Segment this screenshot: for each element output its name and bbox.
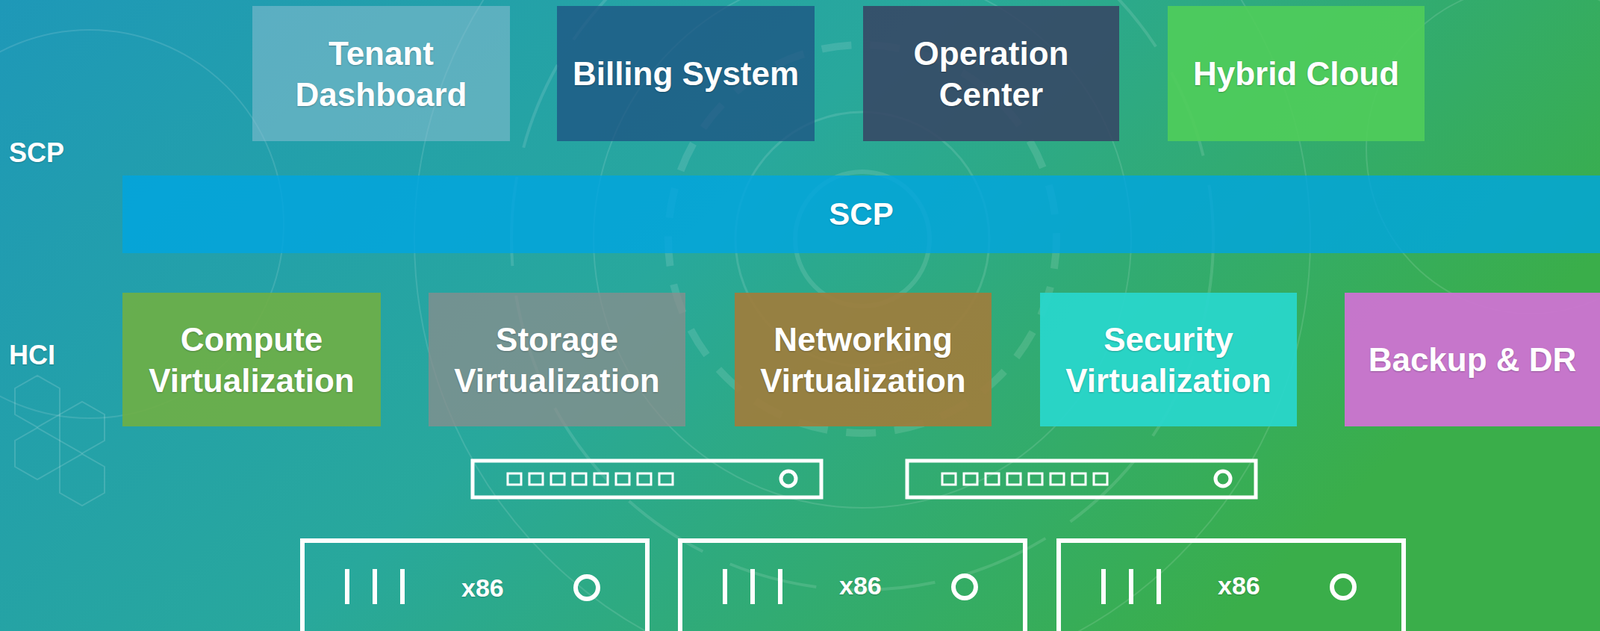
hci-box: Backup & DR [1344, 292, 1600, 427]
layer-label: SCP [8, 137, 65, 169]
platform-band: SCP [122, 175, 1600, 254]
box-label: Tenant Dashboard [261, 32, 501, 115]
hci-box: Networking Virtualization [734, 292, 992, 427]
hci-box: Compute Virtualization [122, 292, 381, 427]
app-box: Operation Center [863, 5, 1120, 142]
server-label: x86 [839, 571, 882, 601]
server-label: x86 [461, 573, 504, 603]
app-box: Hybrid Cloud [1167, 5, 1425, 142]
box-label: Storage Virtualization [437, 318, 677, 401]
switch-ports [507, 473, 1108, 485]
box-label: Networking Virtualization [743, 318, 983, 401]
app-box: Billing System [556, 5, 815, 142]
box-label: Operation Center [872, 32, 1111, 115]
server-label: x86 [1217, 571, 1261, 601]
x86-server [302, 540, 1404, 631]
app-box: Tenant Dashboard [252, 5, 510, 142]
box-label: Billing System [572, 53, 799, 95]
hci-box: Security Virtualization [1040, 292, 1297, 427]
layer-label: HCI [8, 339, 56, 372]
box-label: Security Virtualization [1048, 318, 1288, 401]
box-label: SCP [828, 194, 893, 235]
hexagon-pattern [14, 375, 105, 506]
hci-box: Storage Virtualization [428, 292, 686, 427]
box-label: Hybrid Cloud [1193, 53, 1400, 95]
network-switch [472, 460, 1256, 498]
box-label: Backup & DR [1368, 338, 1577, 381]
box-label: Compute Virtualization [131, 318, 372, 401]
